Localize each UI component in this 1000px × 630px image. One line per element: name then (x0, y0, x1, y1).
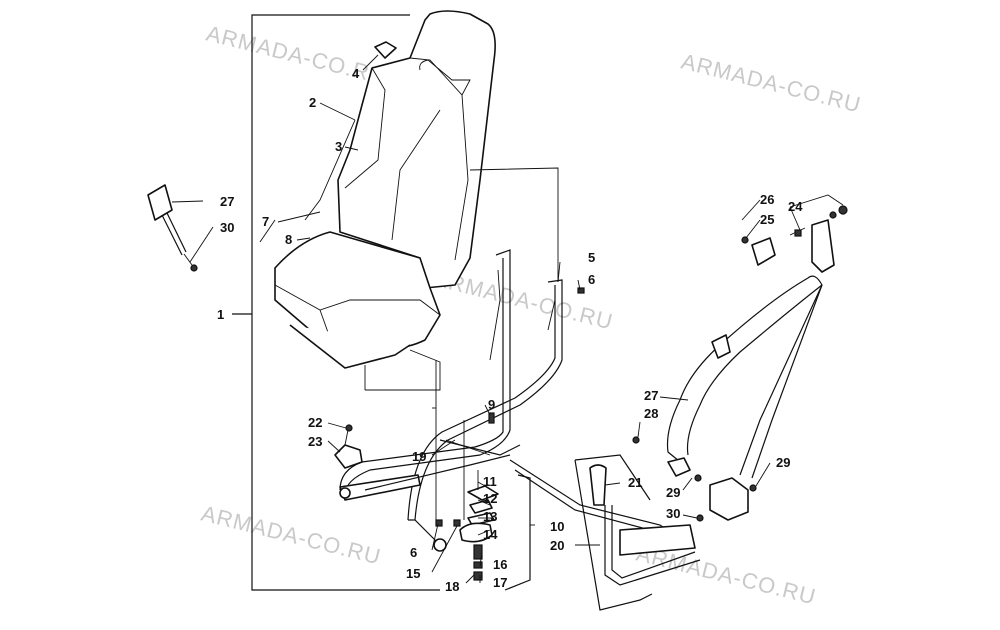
callout-5: 5 (588, 250, 595, 265)
frame-end-cap (433, 538, 447, 552)
callout-15: 15 (406, 566, 420, 581)
callout-labels: 1 2 3 4 5 6 6 7 8 9 10 11 12 13 14 15 16… (217, 66, 803, 594)
seat-frame (339, 249, 563, 552)
watermark-bottom-left: ARMADA-CO.RU (199, 501, 384, 570)
seat-cushion (274, 231, 441, 391)
assembly-bracket-1 (232, 14, 440, 591)
callout-25: 25 (760, 212, 774, 227)
callout-13: 13 (483, 509, 497, 524)
callout-1: 1 (217, 307, 224, 322)
callout-7: 7 (262, 214, 269, 229)
callout-2: 2 (309, 95, 316, 110)
mount-bracket-23 (334, 424, 363, 469)
callout-16: 16 (493, 557, 507, 572)
slider-handle (589, 464, 607, 506)
callout-4: 4 (352, 66, 360, 81)
callout-9: 9 (488, 397, 495, 412)
callout-27-left: 27 (220, 194, 234, 209)
callout-27-right: 27 (644, 388, 658, 403)
callout-19: 19 (412, 449, 426, 464)
callout-17: 17 (493, 575, 507, 590)
callout-29-right: 29 (776, 455, 790, 470)
callout-22: 22 (308, 415, 322, 430)
seat-slider-rail (509, 454, 701, 611)
callout-14: 14 (483, 527, 498, 542)
seatbelt-right (632, 205, 848, 522)
bracket-10 (504, 474, 531, 591)
callout-21: 21 (628, 475, 642, 490)
callout-24: 24 (788, 199, 803, 214)
callout-11: 11 (483, 474, 497, 489)
callout-3: 3 (335, 139, 342, 154)
callout-8: 8 (285, 232, 292, 247)
watermark-top-left: ARMADA-CO.RU (204, 21, 389, 90)
callout-26: 26 (760, 192, 774, 207)
callout-12: 12 (483, 491, 497, 506)
callout-23: 23 (308, 434, 322, 449)
callout-18: 18 (445, 579, 459, 594)
seat-back-emblem (374, 41, 397, 59)
callout-30-right: 30 (666, 506, 680, 521)
seatbelt-buckle-left (147, 184, 198, 272)
callout-10: 10 (550, 519, 564, 534)
leader-lines (171, 54, 844, 584)
seat-back (337, 10, 496, 289)
callout-29-left: 29 (666, 485, 680, 500)
callout-6-lower: 6 (410, 545, 417, 560)
callout-30-left: 30 (220, 220, 234, 235)
callout-28: 28 (644, 406, 658, 421)
callout-6-upper: 6 (588, 272, 595, 287)
callout-20: 20 (550, 538, 564, 553)
watermark-top-right: ARMADA-CO.RU (679, 49, 864, 118)
seatbelt-retractor (709, 477, 749, 521)
